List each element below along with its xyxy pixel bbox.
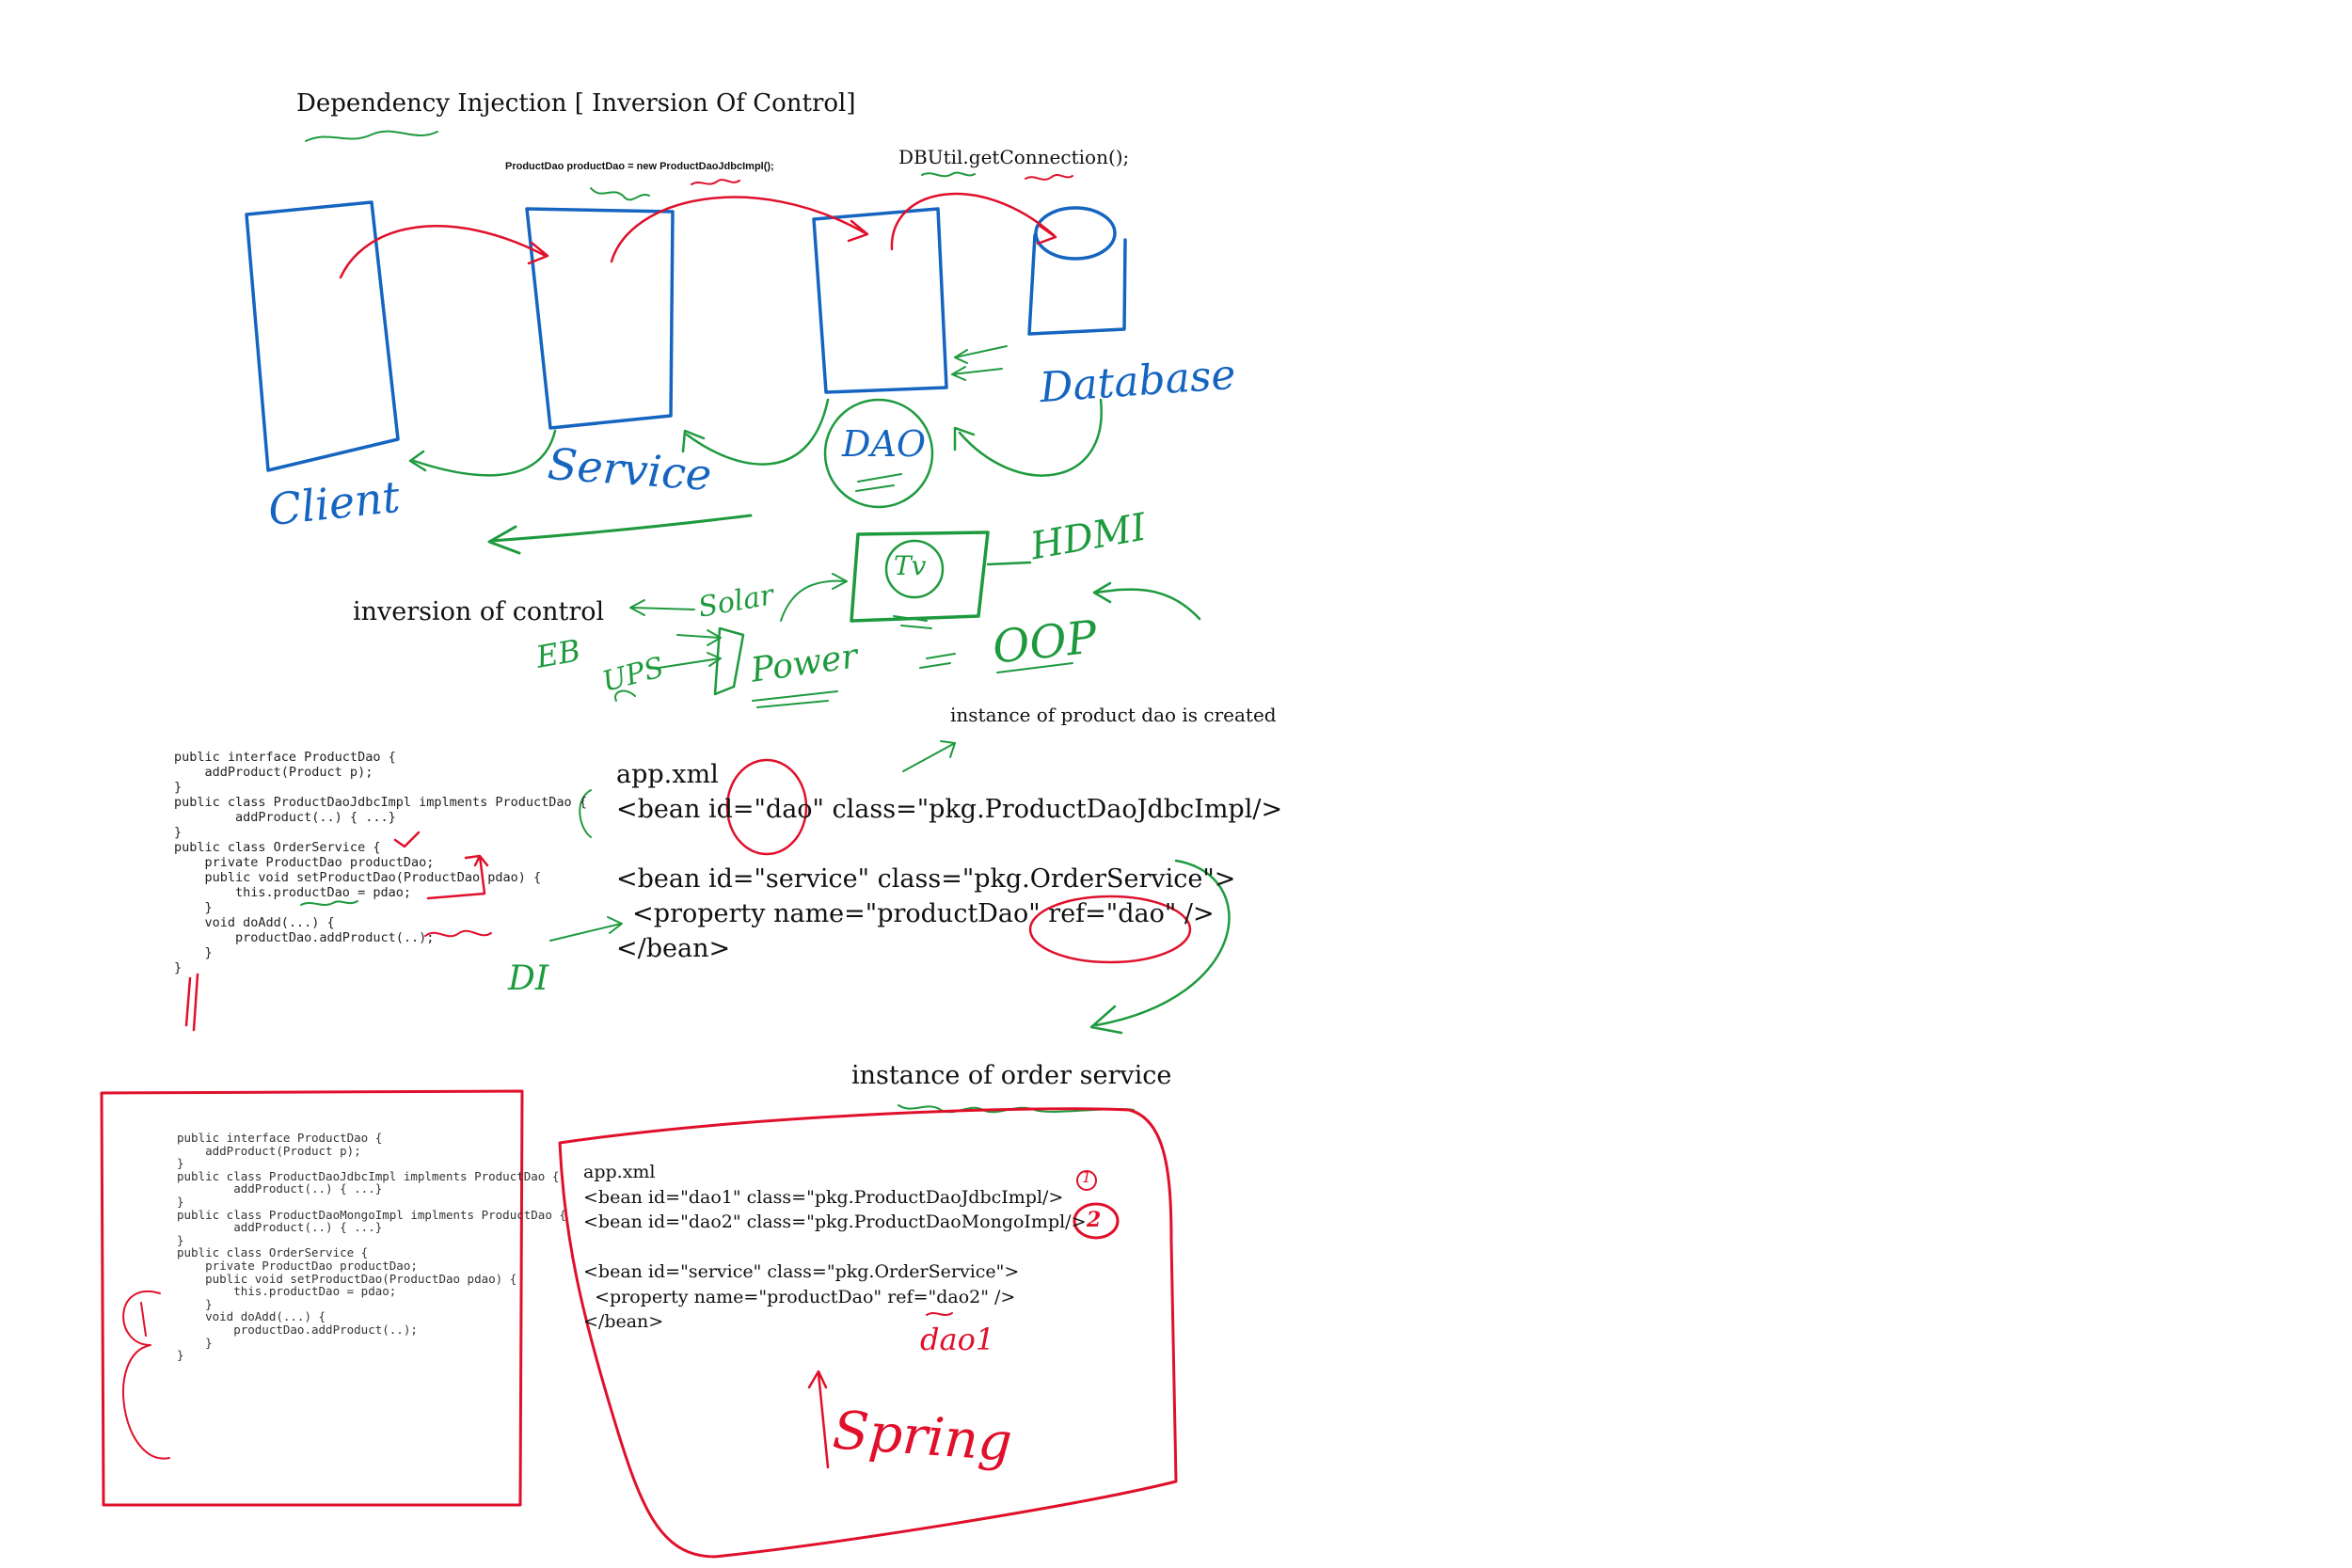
annotation-one: 1 (1082, 1168, 1092, 1186)
code-line: addProduct(Product p); (174, 765, 373, 780)
service-to-dao-arrow (610, 196, 867, 263)
code-line: addProduct(..) { ...} (177, 1181, 383, 1196)
spring-up-arrow (817, 1371, 830, 1469)
code-line: } (174, 945, 213, 960)
instance-dao-note: instance of product dao is created (950, 704, 1277, 726)
code-line: } (174, 780, 183, 795)
solar-arrow (631, 607, 695, 610)
code-line: productDao.addProduct(..); (174, 930, 435, 945)
code-line: addProduct(..) { ...} (177, 1220, 383, 1235)
spring-label: Spring (830, 1400, 1014, 1474)
code-line: public class ProductDaoJdbcImpl implment… (177, 1168, 560, 1183)
db-arrow-b (951, 368, 1003, 375)
page-title: Dependency Injection [ Inversion Of Cont… (296, 89, 856, 118)
service-instance-arrow (1094, 859, 1231, 1027)
di-arrow (549, 923, 622, 942)
database-cylinder-body (1027, 233, 1127, 336)
code-block-2-frame (100, 1089, 524, 1507)
code-line: } (174, 900, 213, 915)
code-line: this.productDao = pdao; (174, 885, 411, 900)
xml-line: app.xml (583, 1162, 656, 1182)
code-line: this.productDao = pdao; (177, 1284, 397, 1299)
code-line: public class OrderService { (174, 840, 381, 855)
spring-frame (558, 1107, 1178, 1559)
dao-to-db-arrow (890, 192, 1056, 251)
code-line: public class OrderService { (177, 1245, 369, 1260)
inversion-of-control-label: inversion of control (353, 597, 605, 626)
dao-box (812, 207, 948, 394)
xml-line: <bean id="service" class="pkg.OrderServi… (583, 1261, 1020, 1282)
xml-line: <property name="productDao" ref="dao" /> (616, 899, 1215, 928)
client-to-service-arrow (339, 225, 548, 279)
dao-circle (823, 398, 934, 509)
db-to-dao-return (958, 398, 1103, 477)
annotation-dao1: dao1 (920, 1322, 995, 1357)
xml-line (616, 827, 1282, 862)
oop-arrow (1094, 588, 1201, 621)
xml-block-1: app.xml <bean id="dao" class="pkg.Produc… (616, 757, 1282, 966)
code-line: public class ProductDaoMongoImpl implmen… (177, 1207, 566, 1222)
xml-line: <bean id="service" class="pkg.OrderServi… (616, 864, 1236, 894)
title-underline (305, 130, 438, 142)
annotation-two: 2 (1087, 1208, 1102, 1232)
eb-label: EB (533, 632, 583, 675)
code-line: } (177, 1232, 184, 1247)
code-line: void doAdd(...) { (177, 1309, 326, 1324)
ref-dao-circle (1028, 895, 1192, 964)
client-box (245, 200, 400, 472)
code-line: void doAdd(...) { (174, 915, 335, 930)
xml-line: <property name="productDao" ref="dao2" /… (583, 1286, 1016, 1307)
xml-line: </bean> (583, 1311, 664, 1332)
service-code-note: ProductDao productDao = new ProductDaoJd… (505, 161, 774, 172)
xml-line: </bean> (616, 934, 731, 963)
code-line: } (177, 1296, 213, 1311)
database-cylinder-top (1034, 206, 1117, 261)
code-line: public interface ProductDao { (174, 750, 396, 765)
instance-service-note: instance of order service (851, 1061, 1172, 1090)
service-box (525, 207, 675, 430)
di-label: DI (508, 959, 549, 998)
xml-line: <bean id="dao2" class="pkg.ProductDaoMon… (583, 1212, 1087, 1232)
long-left-arrow (489, 514, 753, 543)
instance-dao-arrow (902, 742, 956, 772)
ups-arrow (658, 657, 721, 669)
xml-line: app.xml (616, 760, 719, 789)
code-line: } (174, 825, 183, 840)
tv-circle (884, 539, 945, 599)
code-line: public class ProductDaoJdbcImpl implment… (174, 795, 587, 810)
code-line: private ProductDao productDao; (177, 1258, 418, 1273)
code-line: } (177, 1335, 213, 1350)
tv-rectangle (850, 531, 990, 623)
dao2-choice-circle (1073, 1202, 1120, 1240)
dao-id-circle (725, 758, 808, 856)
eb-arrow (676, 634, 721, 639)
dao-to-service-return (685, 398, 830, 466)
xml-line (583, 1235, 1087, 1260)
xml-block-2: app.xml <bean id="dao1" class="pkg.Produ… (583, 1160, 1087, 1335)
xml-line: <bean id="dao1" class="pkg.ProductDaoJdb… (583, 1186, 1064, 1208)
power-to-tv-arrow (780, 579, 848, 622)
code-line: private ProductDao productDao; (174, 855, 435, 870)
xml-line: <bean id="dao" class="pkg.ProductDaoJdbc… (616, 795, 1283, 824)
code-block-1: public interface ProductDao { addProduct… (174, 750, 587, 975)
code-line: addProduct(Product p); (177, 1143, 361, 1158)
code-line: public interface ProductDao { (177, 1131, 383, 1145)
code-line: productDao.addProduct(..); (177, 1322, 418, 1337)
code-line: } (177, 1194, 184, 1209)
tv-label: Tv (894, 550, 927, 581)
code-line: } (174, 960, 183, 975)
dbutil-note: DBUtil.getConnection(); (898, 146, 1130, 168)
code-line: } (177, 1156, 184, 1171)
code-line: addProduct(..) { ...} (174, 810, 396, 825)
oop-label: OOP (990, 610, 1100, 674)
code-line: } (177, 1348, 184, 1363)
code-block-2: public interface ProductDao { addProduct… (177, 1132, 566, 1362)
dao-label: DAO (842, 423, 927, 465)
db-arrow-a (954, 345, 1008, 358)
code-line: public void setProductDao(ProductDao pda… (174, 870, 542, 885)
code-line: public void setProductDao(ProductDao pda… (177, 1271, 517, 1286)
service-to-client-return (412, 429, 557, 477)
